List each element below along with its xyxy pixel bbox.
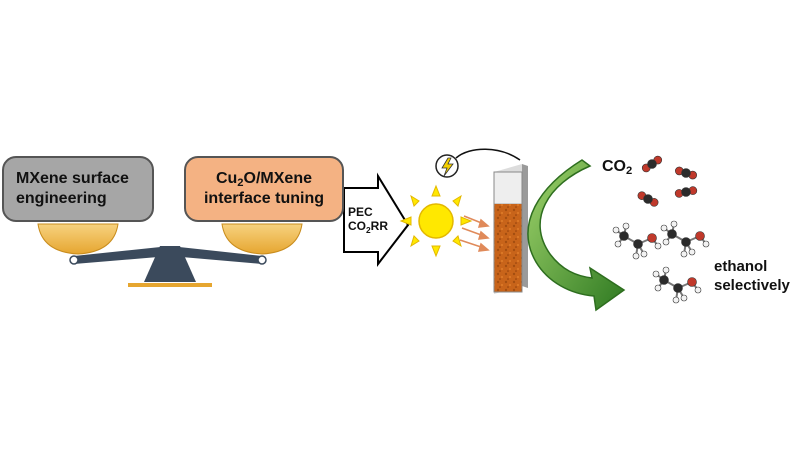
ethanol-molecules [612, 220, 710, 304]
ethanol-molecule-icon [612, 222, 662, 260]
co2-molecule-icon [637, 191, 659, 207]
cu2o-mxene-interface-box: Cu2O/MXene interface tuning [184, 156, 344, 222]
balance-scale-icon [37, 223, 303, 287]
light-bulb-icon [435, 154, 459, 178]
pec-co2rr-label: PEC CO2RR [348, 205, 389, 235]
right-pan [221, 223, 303, 255]
co2-molecule-icon [641, 155, 663, 173]
left-box-line1: MXene surface [16, 170, 129, 187]
co2-molecule-icon [675, 166, 697, 180]
co2-label: CO2 [602, 158, 633, 177]
scale-base [128, 283, 212, 287]
right-box-line2: interface tuning [203, 190, 324, 207]
ethanol-molecule-icon [652, 266, 702, 304]
mxene-surface-engineering-box: MXene surface engineering [2, 156, 154, 222]
right-box-line1: Cu2O/MXene [215, 170, 312, 189]
co2-molecules [637, 155, 698, 207]
light-rays [459, 215, 490, 252]
electrode-icon [493, 164, 528, 294]
left-pivot [69, 255, 79, 265]
ethanol-molecule-icon [660, 220, 710, 258]
co2-molecule-icon [674, 186, 698, 198]
left-pan [37, 223, 119, 255]
scale-stand [144, 246, 196, 282]
wire [455, 148, 521, 161]
left-box-line2: engineering [16, 190, 107, 207]
ethanol-selectively-label: ethanol selectively [714, 258, 790, 294]
sun-icon [399, 184, 473, 258]
right-pivot [257, 255, 267, 265]
curved-arrow-icon [527, 159, 626, 312]
process-arrow [343, 172, 410, 267]
